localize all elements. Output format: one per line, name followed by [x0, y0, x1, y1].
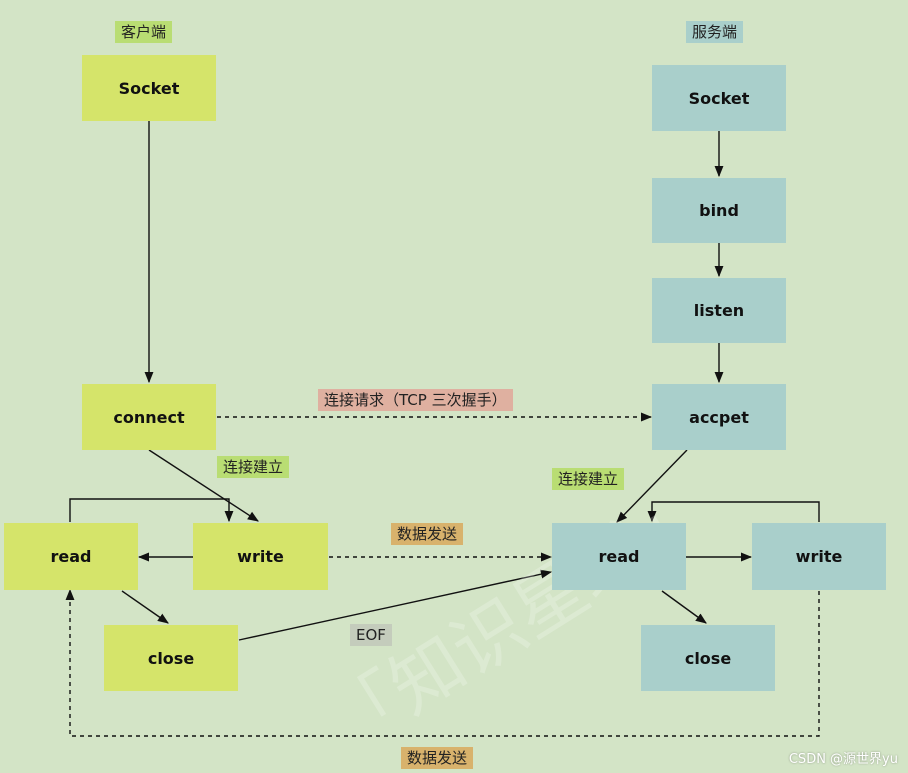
server-close-node: close — [641, 625, 775, 691]
server-bind-node: bind — [652, 178, 786, 243]
arrow-server-read-close — [661, 590, 707, 624]
server-write-node: write — [752, 523, 886, 590]
label-data-send-mid: 数据发送 — [391, 523, 464, 545]
arrow-data-send-bottom — [65, 588, 820, 737]
label-data-send-bottom: 数据发送 — [401, 747, 474, 769]
arrow-connect-write — [148, 449, 259, 522]
arrow-eof — [238, 569, 553, 641]
label-connection-request: 连接请求（TCP 三次握手） — [318, 389, 513, 411]
server-title: 服务端 — [686, 21, 744, 43]
arrow-accpet-read — [616, 449, 688, 523]
client-connect-node: connect — [82, 384, 216, 450]
arrow-client-read-close — [121, 590, 169, 624]
server-accpet-node: accpet — [652, 384, 786, 450]
client-socket-node: Socket — [82, 55, 216, 121]
credit-text: CSDN @源世界yu — [788, 752, 898, 767]
label-server-established: 连接建立 — [552, 468, 625, 490]
arrow-client-loop — [69, 498, 234, 523]
arrow-server-loop — [647, 501, 820, 523]
label-eof: EOF — [350, 624, 392, 646]
server-read-node: read — [552, 523, 686, 590]
client-write-node: write — [193, 523, 328, 590]
label-client-established: 连接建立 — [217, 456, 290, 478]
client-read-node: read — [4, 523, 138, 590]
server-socket-node: Socket — [652, 65, 786, 131]
server-listen-node: listen — [652, 278, 786, 343]
client-title: 客户端 — [115, 21, 173, 43]
client-close-node: close — [104, 625, 238, 691]
